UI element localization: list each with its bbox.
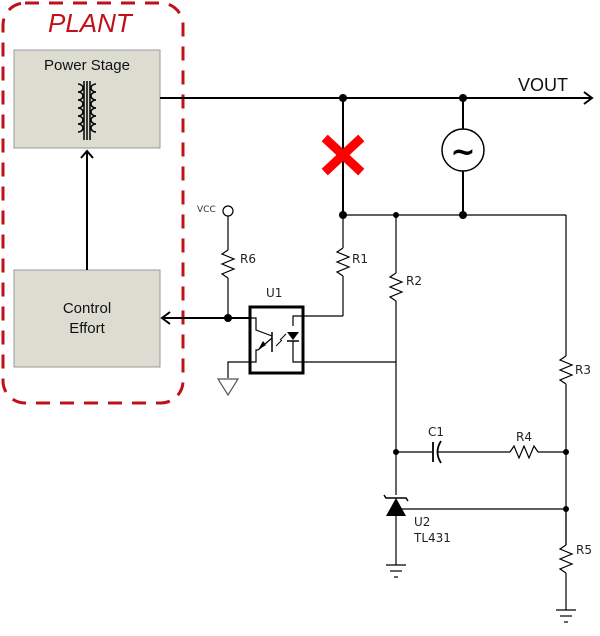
u2-part-label: TL431 (413, 531, 451, 545)
r1-label: R1 (352, 252, 368, 266)
transformer-icon (77, 81, 97, 140)
resistor-r1 (302, 215, 351, 317)
r3-label: R3 (575, 363, 591, 377)
plant-boundary (1, 1, 185, 405)
tl431-shunt-regulator-icon (383, 494, 566, 565)
resistor-r6 (220, 216, 236, 318)
node-junction (224, 314, 232, 322)
control-effort-label-1: Control (63, 300, 111, 317)
control-effort-block: Control Effort (13, 269, 161, 368)
ground-icon (216, 378, 240, 397)
node-junction (459, 211, 467, 219)
resistor-r4 (509, 444, 566, 460)
u2-ref-label: U2 (414, 515, 430, 529)
ground-icon (386, 564, 406, 578)
vcc-terminal-icon (222, 205, 234, 217)
resistor-r5 (558, 509, 574, 610)
c1-label: C1 (428, 425, 444, 439)
r4-label: R4 (516, 430, 532, 444)
resistor-r3 (558, 215, 574, 545)
ac-source-icon: ~ (441, 128, 485, 172)
feedback-arrow (160, 311, 250, 325)
plant-title: PLANT (48, 8, 134, 38)
r5-label: R5 (576, 543, 592, 557)
control-to-power-arrow (80, 149, 94, 270)
ground-icon (556, 609, 576, 623)
resistor-r2 (388, 215, 404, 495)
u1-ground-wire (227, 361, 250, 378)
power-stage-block: Power Stage (13, 49, 161, 149)
vout-wire (160, 91, 594, 105)
vcc-label: VCC (197, 205, 216, 215)
r2-label: R2 (406, 274, 422, 288)
control-effort-label-2: Effort (69, 320, 105, 337)
power-stage-label: Power Stage (44, 57, 130, 74)
r6-label: R6 (240, 252, 256, 266)
vout-label: VOUT (518, 75, 568, 95)
u1-label: U1 (266, 286, 282, 300)
optocoupler-u1 (248, 305, 396, 375)
break-x-icon (321, 134, 365, 176)
ac-source-symbol: ~ (450, 135, 475, 170)
